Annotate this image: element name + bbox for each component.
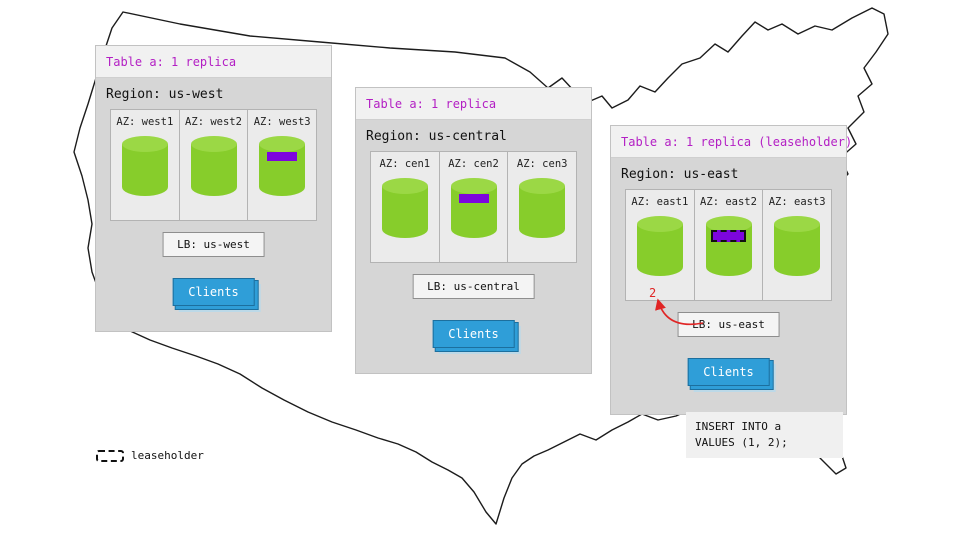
az-box-west2: AZ: west2 xyxy=(178,109,249,221)
az-box-west3: AZ: west3 xyxy=(247,109,318,221)
az-label: AZ: east1 xyxy=(631,196,689,208)
load-balancer-label: LB: us-central xyxy=(412,274,535,299)
leaseholder-legend: leaseholder xyxy=(96,449,204,462)
az-row: AZ: east1 AZ: east2 AZ: east3 xyxy=(625,189,833,301)
az-label: AZ: west3 xyxy=(253,116,311,128)
sql-line-2: VALUES (1, 2); xyxy=(695,435,788,449)
database-cylinder-icon xyxy=(450,178,497,238)
az-row: AZ: cen1 AZ: cen2 AZ: cen3 xyxy=(370,151,578,263)
region-title: Region: us-east xyxy=(621,167,739,182)
sql-line-1: INSERT INTO a xyxy=(695,420,782,433)
table-replica-label: Table a: 1 replica xyxy=(356,88,591,120)
sql-statement: INSERT INTO a VALUES (1, 2); xyxy=(686,412,843,458)
table-replica-label: Table a: 1 replica xyxy=(96,46,331,78)
az-label: AZ: cen1 xyxy=(379,158,431,170)
clients-box: Clients xyxy=(172,278,255,306)
az-box-east2: AZ: east2 xyxy=(693,189,764,301)
az-box-cen2: AZ: cen2 xyxy=(438,151,509,263)
database-cylinder-icon xyxy=(705,216,752,276)
region-title: Region: us-west xyxy=(106,87,224,102)
region-panel-us-east: Table a: 1 replica (leaseholder) Region:… xyxy=(610,125,852,415)
database-cylinder-icon xyxy=(636,216,683,276)
az-box-east3: AZ: east3 xyxy=(762,189,833,301)
database-cylinder-icon xyxy=(121,136,168,196)
load-balancer-label: LB: us-east xyxy=(677,312,780,337)
az-label: AZ: cen3 xyxy=(516,158,568,170)
region-panel-us-central: Table a: 1 replica Region: us-central AZ… xyxy=(355,87,592,374)
leaseholder-range-mark xyxy=(710,230,746,242)
table-replica-label: Table a: 1 replica (leaseholder) xyxy=(611,126,852,158)
database-cylinder-icon xyxy=(381,178,428,238)
legend-label: leaseholder xyxy=(131,449,204,462)
replica-range-mark xyxy=(267,152,298,161)
database-cylinder-icon xyxy=(774,216,821,276)
leaseholder-swatch-icon xyxy=(96,449,124,462)
database-cylinder-icon xyxy=(190,136,237,196)
az-box-cen3: AZ: cen3 xyxy=(507,151,578,263)
region-panel-us-west: Table a: 1 replica Region: us-west AZ: w… xyxy=(95,45,332,332)
clients-box: Clients xyxy=(432,320,515,348)
az-label: AZ: east2 xyxy=(700,196,757,208)
az-box-east1: AZ: east1 xyxy=(625,189,695,301)
clients-box: Clients xyxy=(687,358,770,386)
load-balancer-label: LB: us-west xyxy=(162,232,265,257)
region-title: Region: us-central xyxy=(366,129,507,144)
az-box-cen1: AZ: cen1 xyxy=(370,151,440,263)
database-cylinder-icon xyxy=(519,178,566,238)
database-cylinder-icon xyxy=(259,136,306,196)
az-box-west1: AZ: west1 xyxy=(110,109,180,221)
az-label: AZ: west2 xyxy=(185,116,242,128)
az-label: AZ: west1 xyxy=(116,116,174,128)
value-annotation: 2 xyxy=(649,286,657,300)
az-row: AZ: west1 AZ: west2 AZ: west3 xyxy=(110,109,318,221)
az-label: AZ: east3 xyxy=(768,196,826,208)
az-label: AZ: cen2 xyxy=(448,158,499,170)
replica-range-mark xyxy=(458,194,489,203)
